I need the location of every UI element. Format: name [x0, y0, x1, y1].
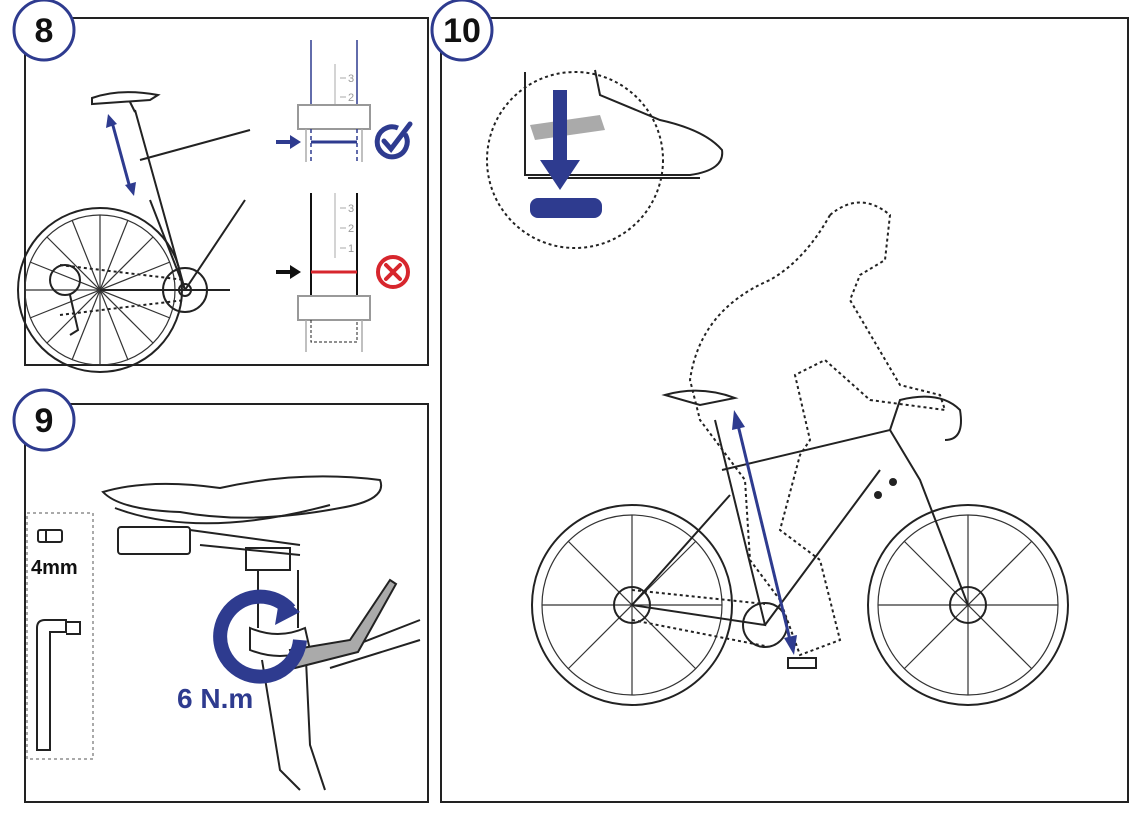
scale-mark-2: 2	[348, 223, 354, 235]
step-number: 9	[35, 402, 54, 440]
step-9-saddle-illustration	[101, 475, 421, 791]
tighten-rotation-arrow	[213, 589, 307, 684]
step-9-frame	[24, 403, 429, 803]
checkmark-icon	[374, 121, 413, 160]
pedal-detail-inset	[486, 69, 724, 249]
step-number: 10	[443, 12, 481, 50]
saddle-to-pedal-arrow	[732, 410, 797, 655]
step-9-panel: 4mm 6 N.m 9	[12, 388, 429, 803]
arrow-right-icon	[276, 135, 301, 149]
scale-mark-3: 3	[348, 203, 354, 215]
hex-bit-icon	[37, 529, 63, 543]
error-x-icon	[376, 255, 410, 289]
rider-silhouette	[688, 201, 947, 657]
seatpost-height-arrow	[106, 114, 136, 196]
step-number: 8	[35, 12, 54, 50]
scale-mark-3: 3	[348, 73, 354, 85]
step-8-panel: 3 2 3 2 1	[12, 0, 429, 373]
arrow-right-icon	[276, 265, 301, 279]
torque-value: 6 N.m	[177, 683, 253, 714]
step-10-bike-illustration	[531, 389, 1069, 706]
step-9-badge: 9	[12, 388, 76, 452]
step-8-frame	[24, 17, 429, 366]
tool-size-label: 4mm	[31, 557, 78, 579]
allen-key-icon	[36, 619, 81, 751]
wrong-insertion-diagram: 3 2 1	[276, 193, 410, 352]
step-8-badge: 8	[12, 0, 76, 62]
step-10-badge: 10	[430, 0, 494, 62]
correct-insertion-diagram: 3 2	[276, 40, 413, 162]
step-8-bike-illustration	[17, 91, 251, 373]
scale-mark-1: 1	[348, 243, 354, 255]
step-10-panel: 10	[430, 0, 1129, 803]
scale-mark-2: 2	[348, 92, 354, 104]
tool-box	[26, 512, 94, 760]
